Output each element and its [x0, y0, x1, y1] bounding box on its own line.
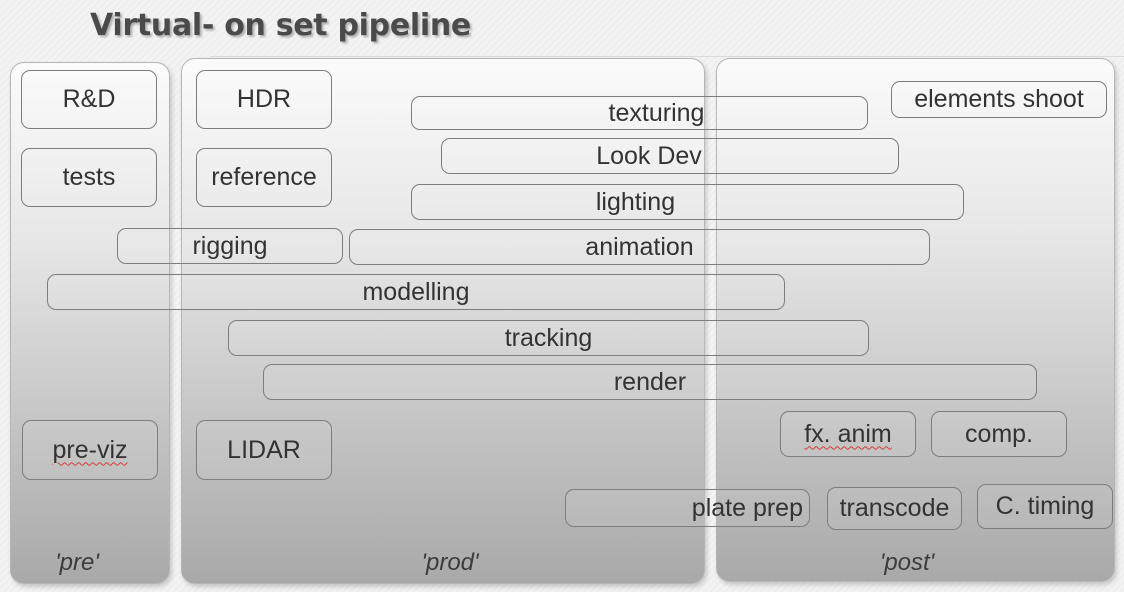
- task-rigging: rigging: [117, 228, 343, 264]
- task-tests: tests: [21, 148, 157, 207]
- task-modelling: modelling: [47, 274, 785, 310]
- title-divider: [210, 56, 1124, 57]
- task-plate-prep: plate prep: [565, 489, 810, 527]
- prod-phase-label: 'prod': [421, 549, 479, 576]
- task-tracking: tracking: [228, 320, 869, 356]
- post-phase-label: 'post': [879, 549, 935, 576]
- task-comp: comp.: [931, 411, 1067, 457]
- page-title: Virtual- on set pipeline: [90, 8, 471, 43]
- task-reference: reference: [196, 148, 332, 207]
- task-previz: pre-viz: [22, 420, 158, 480]
- pre-phase-label: 'pre': [55, 549, 99, 576]
- task-render: render: [263, 364, 1037, 400]
- task-fx-anim: fx. anim: [780, 411, 916, 457]
- pre-phase-panel: [10, 62, 170, 584]
- task-hdr: HDR: [196, 70, 332, 129]
- task-texturing: texturing: [411, 96, 868, 130]
- task-lookdev: Look Dev: [441, 138, 899, 174]
- task-fx-anim-label: fx. anim: [804, 419, 892, 448]
- task-animation: animation: [349, 229, 930, 265]
- task-rnd: R&D: [21, 70, 157, 129]
- task-previz-label: pre-viz: [52, 435, 128, 464]
- task-lighting: lighting: [411, 184, 964, 220]
- task-elements-shoot: elements shoot: [891, 81, 1107, 118]
- task-transcode: transcode: [827, 487, 962, 530]
- task-lidar: LIDAR: [196, 420, 332, 480]
- task-c-timing: C. timing: [977, 484, 1113, 529]
